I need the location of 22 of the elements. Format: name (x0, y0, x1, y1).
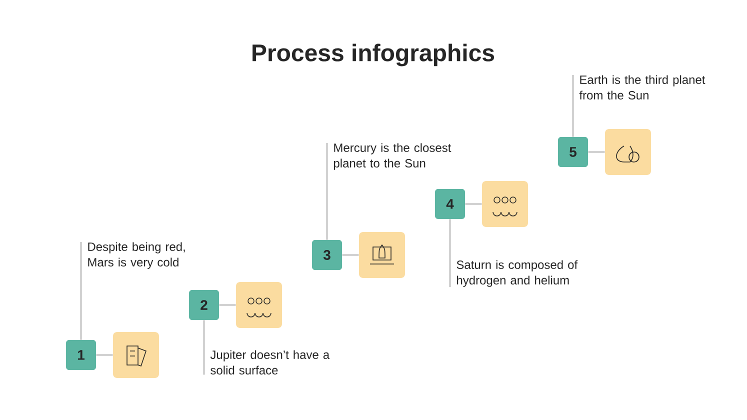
icon-box (236, 282, 282, 328)
step-number-box: 1 (66, 340, 96, 370)
step-description: Despite being red, Mars is very cold (88, 242, 185, 269)
step-description: Earth is the third planet from the Sun (579, 75, 706, 100)
step-number-box: 3 (312, 240, 342, 270)
title: Process infographics (252, 44, 494, 66)
icon-box (113, 332, 159, 378)
icon-box (605, 129, 651, 175)
connector-line (342, 254, 360, 256)
step-number-box: 2 (189, 290, 219, 320)
step-number-box: 4 (435, 189, 465, 219)
step-number-box: 5 (558, 137, 588, 167)
connector-line (218, 304, 236, 306)
step-description: Mercury is the closest planet to the Sun (334, 143, 452, 170)
connector-line (80, 242, 82, 340)
connector-line (96, 354, 114, 356)
icon-box (482, 181, 528, 227)
step-description: Jupiter doesn’t have a solid surface (210, 350, 330, 374)
step-description: Saturn is composed of hydrogen and helium (456, 260, 578, 287)
icon-box (359, 232, 405, 278)
connector-line (326, 142, 328, 240)
connector-line (572, 74, 574, 138)
